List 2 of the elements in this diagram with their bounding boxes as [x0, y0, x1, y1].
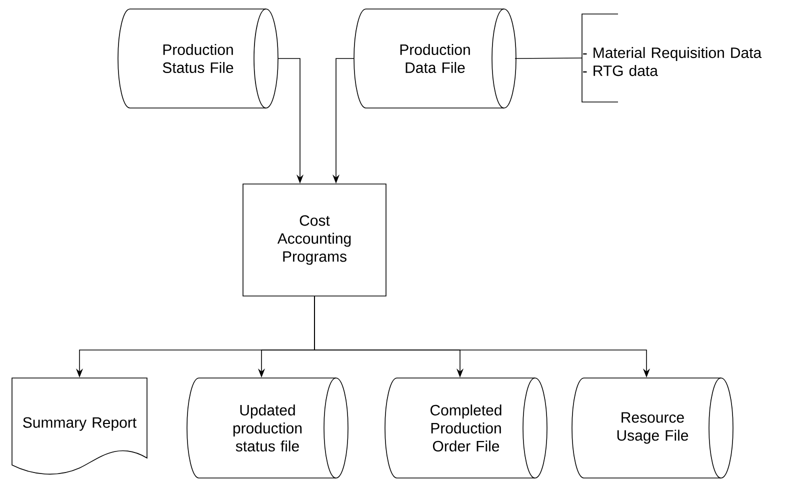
- annotation-bracket: - Material Requisition Data - RTG data: [582, 14, 762, 102]
- process-box: Cost Accounting Programs: [242, 184, 386, 296]
